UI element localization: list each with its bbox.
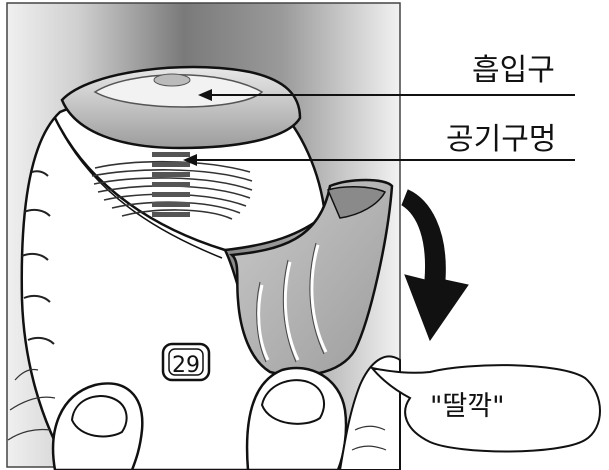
hand-creases — [7, 368, 387, 451]
label-click-sound: "딸깍" — [430, 391, 505, 422]
leader-arrowhead-air-vent — [183, 154, 197, 166]
cover-inner-edge — [326, 186, 387, 219]
mouthpiece-opening — [93, 74, 264, 108]
mouthpiece-hole — [153, 73, 191, 87]
left-thumb-nail — [70, 395, 128, 438]
collar-line-2 — [61, 131, 223, 259]
right-hand — [338, 355, 401, 470]
curved-arrow-down-icon — [401, 189, 469, 342]
leader-arrowhead-mouthpiece — [198, 89, 212, 101]
cover-ridges — [257, 244, 328, 361]
right-thumb-nail — [260, 379, 325, 425]
label-air-vent: 공기구멍 — [446, 122, 557, 157]
dose-counter-value: 29 — [172, 353, 200, 378]
speech-bubble — [369, 364, 601, 453]
side-grip-ridges — [21, 170, 55, 345]
label-mouthpiece: 흡입구 — [472, 53, 555, 88]
cover-ridge-outlines — [256, 242, 325, 363]
air-vent-slots — [152, 152, 190, 217]
dose-counter-inner — [168, 348, 204, 376]
